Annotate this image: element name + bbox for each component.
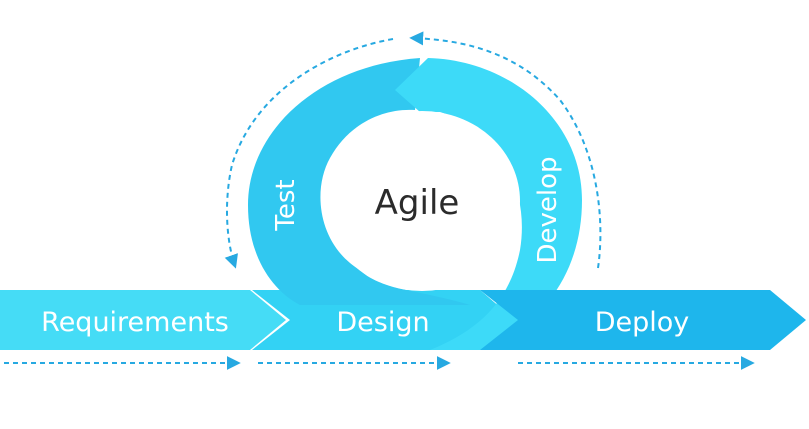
deploy-arrow	[480, 290, 806, 350]
develop-label: Develop	[533, 156, 563, 263]
requirements-label: Requirements	[41, 307, 229, 338]
deploy-label: Deploy	[595, 307, 690, 338]
test-label: Test	[271, 179, 301, 231]
design-label: Design	[336, 307, 429, 338]
agile-label: Agile	[375, 183, 460, 223]
test-loop-segment	[248, 58, 470, 305]
develop-loop-segment	[395, 58, 582, 350]
requirements-arrow	[0, 290, 286, 350]
loop-top-arrow	[409, 31, 602, 269]
loop-return-arrow	[224, 38, 394, 269]
agile-center-circle	[324, 111, 520, 291]
